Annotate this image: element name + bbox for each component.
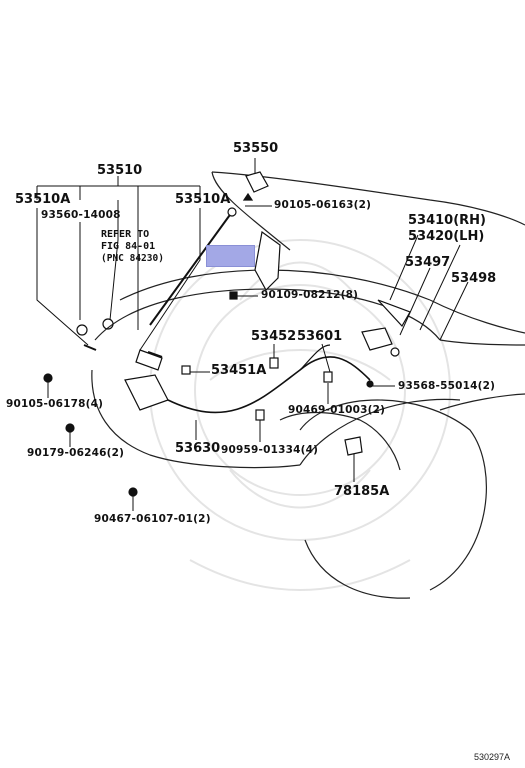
- refer-note[interactable]: REFER TO FIG 84-01 (PNC 84230): [101, 229, 164, 265]
- part-label-53630[interactable]: 53630: [175, 441, 221, 456]
- part-label-90105-06163[interactable]: 90105-06163(2): [274, 199, 372, 211]
- release-cable: [167, 356, 371, 414]
- hood-outline: [91, 171, 525, 599]
- hood-latch-hook: [245, 171, 269, 193]
- refer-note-line-2: FIG 84-01: [101, 241, 156, 252]
- hood-lock: [124, 374, 169, 411]
- parts: [43, 171, 411, 497]
- hood-support-rod: [149, 211, 233, 326]
- release-lever: [361, 327, 393, 351]
- part-label-53550[interactable]: 53550: [233, 141, 279, 156]
- part-label-90959-01334[interactable]: 90959-01334(4): [221, 444, 319, 456]
- watermark-emblem: [149, 239, 451, 591]
- part-label-90467-06107-01[interactable]: 90467-06107-01(2): [94, 513, 211, 525]
- part-label-53452[interactable]: 53452: [251, 329, 297, 344]
- hood-hinge: [254, 230, 281, 291]
- part-label-53420[interactable]: 53420(LH): [408, 229, 485, 244]
- part-label-93560-14008[interactable]: 93560-14008: [41, 209, 121, 221]
- catalog-code: 530297A: [474, 752, 511, 762]
- part-label-90105-06178[interactable]: 90105-06178(4): [6, 398, 104, 410]
- part-label-90109-08212[interactable]: 90109-08212(8): [261, 289, 359, 301]
- part-label-90469-01003[interactable]: 90469-01003(2): [288, 404, 386, 416]
- part-label-78185a[interactable]: 78185A: [334, 484, 390, 499]
- part-label-53601[interactable]: 53601: [297, 329, 343, 344]
- part-label-53498[interactable]: 53498: [451, 271, 497, 286]
- part-label-53451a[interactable]: 53451A: [211, 363, 267, 378]
- part-label-90179-06246[interactable]: 90179-06246(2): [27, 447, 125, 459]
- part-label-53510[interactable]: 53510: [97, 163, 143, 178]
- part-label-53510a-left[interactable]: 53510A: [15, 192, 71, 207]
- highlighted-part-marker: [206, 245, 255, 267]
- part-label-53497[interactable]: 53497: [405, 255, 451, 270]
- refer-note-line-1: REFER TO: [101, 229, 150, 240]
- part-label-53410[interactable]: 53410(RH): [408, 213, 486, 228]
- refer-note-line-3: (PNC 84230): [101, 253, 164, 264]
- leader-lines: [36, 158, 469, 511]
- part-label-93568-55014[interactable]: 93568-55014(2): [398, 380, 496, 392]
- part-label-53510a-right[interactable]: 53510A: [175, 192, 231, 207]
